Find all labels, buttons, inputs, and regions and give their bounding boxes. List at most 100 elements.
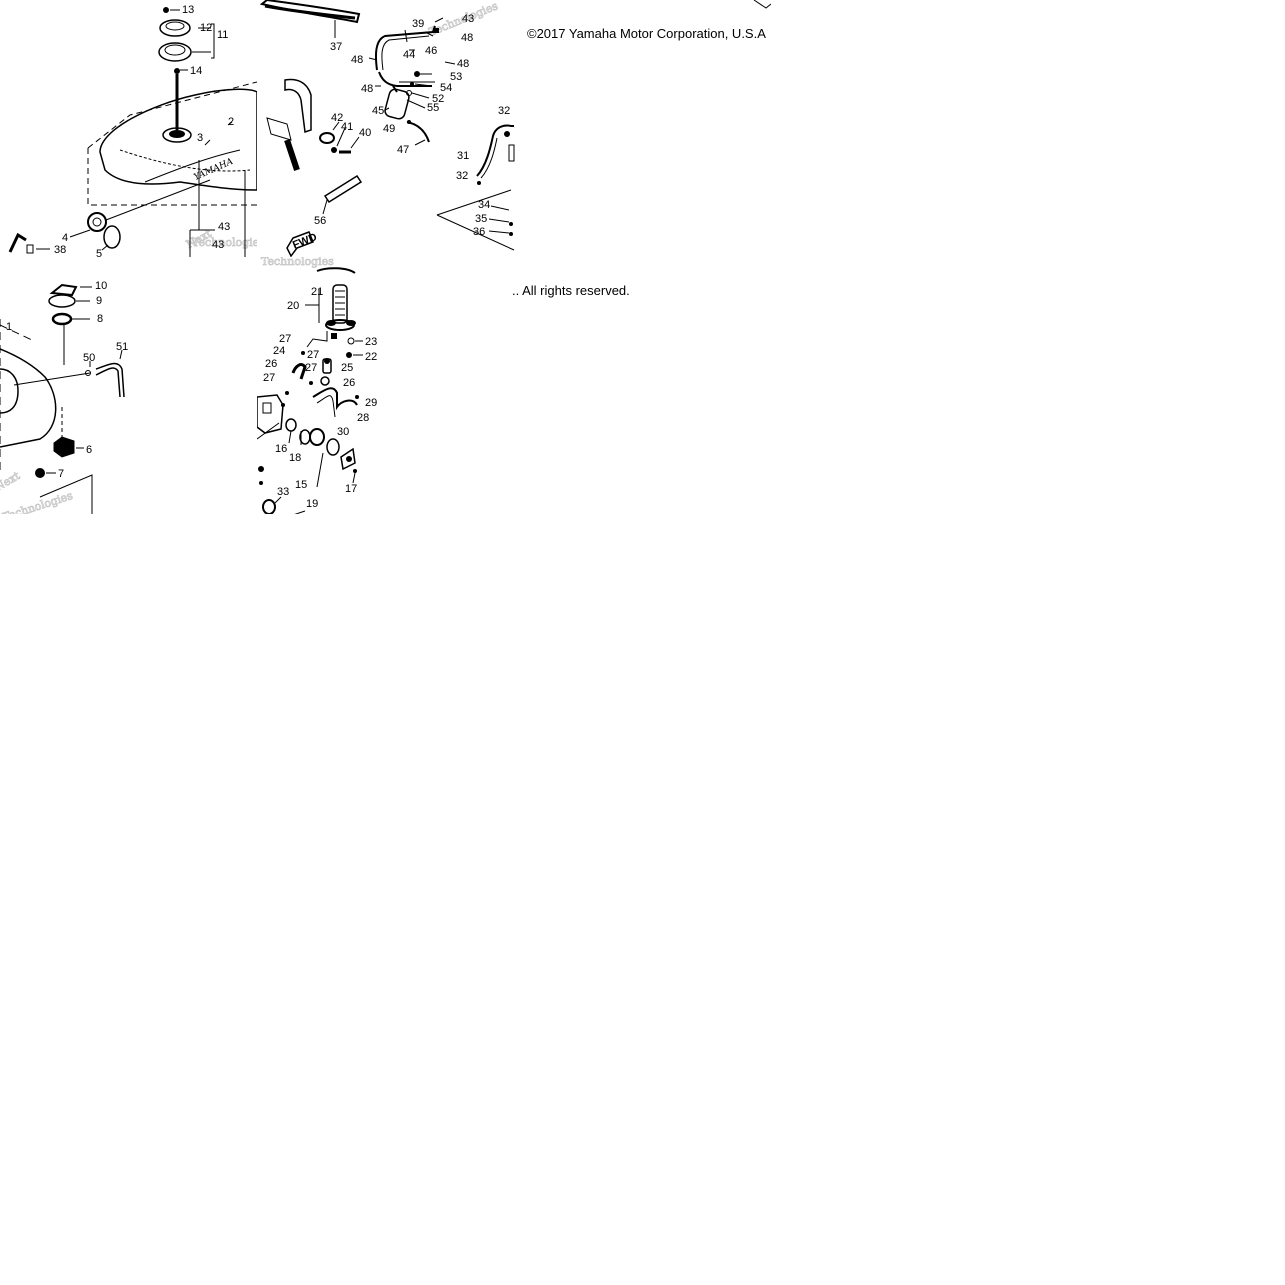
callout-55: 55 <box>427 102 439 114</box>
callout-26-a: 26 <box>265 358 277 370</box>
tank-cover-drawing: Next Technologies 10 9 8 1 50 51 6 7 <box>0 280 128 514</box>
callout-14: 14 <box>190 65 202 77</box>
callout-45: 45 <box>372 105 384 117</box>
callout-12: 12 <box>200 22 212 34</box>
callout-44: 44 <box>403 49 415 61</box>
diagram-tile-fuel-tank: Next Technologies YAMAHA 13 12 11 14 3 2… <box>0 0 257 257</box>
callout-22: 22 <box>365 351 377 363</box>
fuel-cock-drawing: Technologies 21 20 23 22 <box>257 257 377 514</box>
callout-43: 43 <box>462 13 474 25</box>
callout-28: 28 <box>357 412 369 424</box>
callout-40: 40 <box>359 127 371 139</box>
callout-20: 20 <box>287 300 299 312</box>
grommet-shape <box>87 212 107 232</box>
callout-49: 49 <box>383 123 395 135</box>
callout-37: 37 <box>330 41 342 53</box>
callout-39: 39 <box>412 18 424 30</box>
callout-46: 46 <box>425 45 437 57</box>
elbow-fitting-shape <box>291 363 307 380</box>
callout-3: 3 <box>197 132 203 144</box>
frame-bracket-shape <box>284 78 312 134</box>
forward-arrow-shape <box>286 231 314 257</box>
callout-34: 34 <box>478 199 490 211</box>
cap-plate-shape <box>159 19 191 37</box>
callout-31: 31 <box>457 150 469 162</box>
callout-9: 9 <box>96 295 102 307</box>
diagram-tile-breather <box>514 0 771 257</box>
lever-shape <box>309 428 325 446</box>
callout-26-b: 26 <box>343 377 355 389</box>
callout-56: 56 <box>314 215 326 227</box>
breather-callouts: 32 31 32 34 35 36 <box>436 105 515 251</box>
overflow-hose-shape <box>95 362 125 398</box>
bolt-shape <box>163 7 169 13</box>
callout-48-b: 48 <box>351 54 363 66</box>
watermark-word-technologies: Technologies <box>1 489 75 514</box>
callout-24: 24 <box>273 345 285 357</box>
tank-front-outline <box>0 348 57 448</box>
copyright-top: ©2017 Yamaha Motor Corporation, U.S.A <box>527 26 766 41</box>
fuel-tank-outline <box>99 88 257 191</box>
callout-10: 10 <box>95 280 107 292</box>
callout-48-c: 48 <box>457 58 469 70</box>
cap-shape <box>48 294 76 308</box>
callout-27-d: 27 <box>263 372 275 384</box>
callout-43-lower: 43 <box>212 239 224 251</box>
fuel-lines-drawing: Technologies FWD 37 39 43 44 46 48 <box>259 0 500 257</box>
callout-25: 25 <box>341 362 353 374</box>
callout-13: 13 <box>182 4 194 16</box>
callout-53: 53 <box>450 71 462 83</box>
fuel-tank-drawing: Next Technologies YAMAHA 13 12 11 14 3 2… <box>8 4 257 257</box>
callout-7: 7 <box>58 468 64 480</box>
bracket-shape <box>8 232 27 253</box>
callout-48-a: 48 <box>461 32 473 44</box>
callout-43-upper: 43 <box>218 221 230 233</box>
callout-2: 2 <box>228 116 234 128</box>
callout-29: 29 <box>365 397 377 409</box>
callout-19: 19 <box>306 498 318 510</box>
fuel-cap-shape <box>158 42 192 62</box>
callout-4: 4 <box>62 232 68 244</box>
callout-54: 54 <box>440 82 452 94</box>
gasket-shape <box>51 312 73 326</box>
cap-cover-shape <box>49 283 78 297</box>
copyright-bottom: .. All rights reserved. <box>512 283 630 298</box>
damper-shape <box>53 436 75 458</box>
callout-27-c: 27 <box>305 362 317 374</box>
callout-32-top: 32 <box>498 105 510 117</box>
callout-8: 8 <box>97 313 103 325</box>
callout-6: 6 <box>86 444 92 456</box>
callout-47: 47 <box>397 144 409 156</box>
callout-15: 15 <box>295 479 307 491</box>
callout-27-a: 27 <box>279 333 291 345</box>
callout-42: 42 <box>331 112 343 124</box>
callout-48-d: 48 <box>361 83 373 95</box>
watermark-word-technologies: Technologies <box>192 236 257 249</box>
callout-33: 33 <box>277 486 289 498</box>
callout-5: 5 <box>96 248 102 257</box>
callout-1: 1 <box>6 321 12 333</box>
filler-neck-shape <box>162 127 192 143</box>
callout-51: 51 <box>116 341 128 353</box>
bolt-7-shape <box>35 468 45 478</box>
callout-36: 36 <box>473 226 485 238</box>
callout-21: 21 <box>311 286 323 298</box>
strainer-shape <box>332 284 348 324</box>
callout-17: 17 <box>345 483 357 495</box>
callout-32-bottom: 32 <box>456 170 468 182</box>
callout-16: 16 <box>275 443 287 455</box>
callout-30: 30 <box>337 426 349 438</box>
o-ring-shape <box>103 225 121 249</box>
callout-18: 18 <box>289 452 301 464</box>
fuel-cock-body-shape <box>257 394 284 434</box>
sensor-unit-shape <box>323 174 363 204</box>
watermark-word-next: Next <box>0 469 23 494</box>
breather-drawing <box>514 0 771 250</box>
callout-38: 38 <box>54 244 66 256</box>
callout-50: 50 <box>83 352 95 364</box>
fuel-hose-28-shape <box>312 387 358 411</box>
callout-27-b: 27 <box>307 349 319 361</box>
fuel-filter-shape <box>384 88 410 120</box>
callout-52: 52 <box>432 93 444 105</box>
callout-41: 41 <box>341 121 353 133</box>
